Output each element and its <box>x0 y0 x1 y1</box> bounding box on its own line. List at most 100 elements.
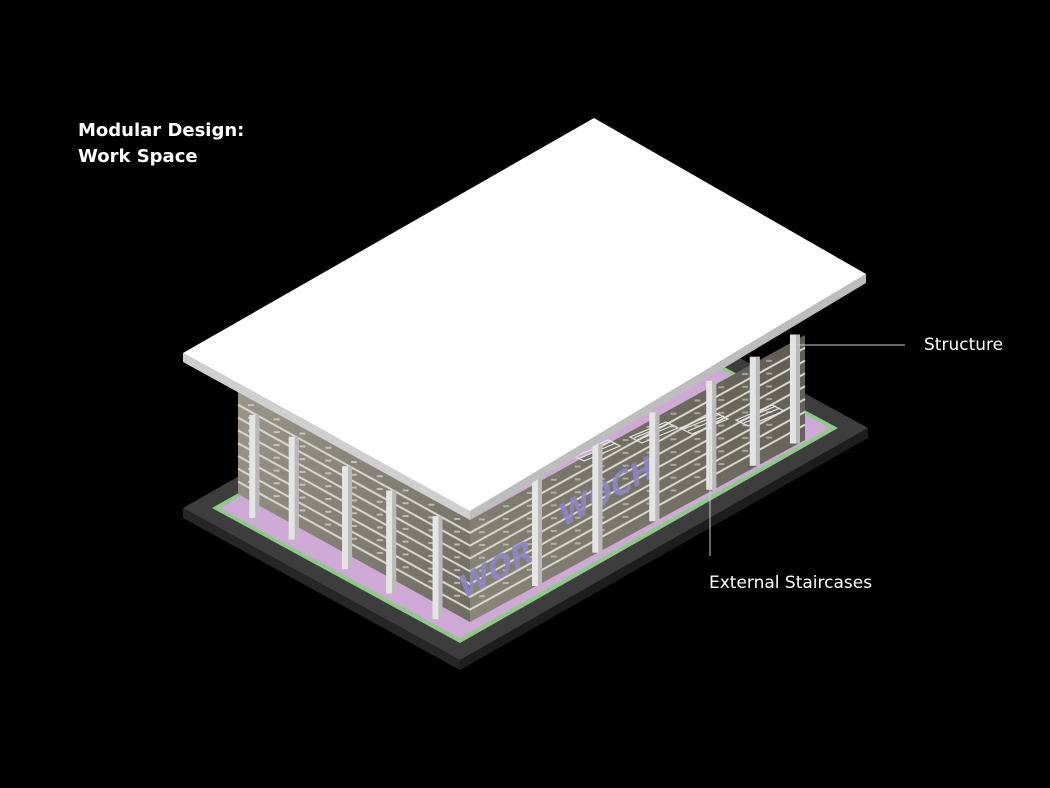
window <box>274 431 280 433</box>
window <box>377 526 383 528</box>
window <box>742 450 748 452</box>
window <box>454 531 460 533</box>
external-staircases-label: External Staircases <box>709 573 872 593</box>
window <box>718 399 724 401</box>
window <box>377 475 383 477</box>
window <box>551 492 557 494</box>
window <box>766 398 772 400</box>
window <box>274 495 280 497</box>
window <box>325 524 331 526</box>
window <box>670 413 676 415</box>
column <box>532 477 542 586</box>
window <box>623 439 629 441</box>
window <box>403 489 409 491</box>
column <box>790 335 800 444</box>
window <box>454 518 460 520</box>
diagram-title: Modular Design: Work Space <box>78 118 244 170</box>
window <box>623 503 629 505</box>
window <box>325 498 331 500</box>
window <box>351 461 357 463</box>
window <box>551 504 557 506</box>
window <box>766 373 772 375</box>
column <box>592 444 602 553</box>
window <box>454 543 460 545</box>
window <box>325 447 331 449</box>
window <box>479 518 485 520</box>
window <box>551 556 557 558</box>
window <box>299 509 305 511</box>
window <box>248 404 254 406</box>
window <box>742 399 748 401</box>
window <box>527 505 533 507</box>
column <box>342 466 352 569</box>
window <box>766 437 772 439</box>
window <box>299 433 305 435</box>
window <box>670 438 676 440</box>
window <box>575 542 581 544</box>
window <box>742 437 748 439</box>
window <box>766 424 772 426</box>
window <box>623 452 629 454</box>
window <box>274 457 280 459</box>
column <box>750 357 760 466</box>
column <box>649 412 659 521</box>
window <box>766 360 772 362</box>
window <box>454 556 460 558</box>
column <box>706 381 716 490</box>
window <box>503 531 509 533</box>
window <box>325 485 331 487</box>
window <box>694 399 700 401</box>
window <box>718 412 724 414</box>
structure-label: Structure <box>924 335 1003 355</box>
window <box>694 463 700 465</box>
column <box>289 437 299 540</box>
window <box>718 450 724 452</box>
window <box>403 541 409 543</box>
window <box>479 544 485 546</box>
window <box>377 552 383 554</box>
window <box>718 425 724 427</box>
window <box>403 502 409 504</box>
window <box>718 437 724 439</box>
window <box>274 444 280 446</box>
window <box>479 531 485 533</box>
column <box>249 415 259 518</box>
window <box>527 518 533 520</box>
window <box>299 471 305 473</box>
window <box>274 418 280 420</box>
window <box>551 517 557 519</box>
window <box>299 458 305 460</box>
window <box>766 385 772 387</box>
window <box>428 504 434 506</box>
window <box>718 386 724 388</box>
window <box>742 373 748 375</box>
window <box>274 482 280 484</box>
window <box>527 492 533 494</box>
window <box>694 412 700 414</box>
window <box>377 514 383 516</box>
window <box>403 566 409 568</box>
window <box>694 476 700 478</box>
window <box>299 445 305 447</box>
window <box>325 511 331 513</box>
window <box>575 466 581 468</box>
window <box>551 479 557 481</box>
window <box>403 515 409 517</box>
window <box>575 530 581 532</box>
window <box>623 516 629 518</box>
window <box>694 451 700 453</box>
window <box>742 411 748 413</box>
window <box>325 472 331 474</box>
column <box>433 516 443 619</box>
window <box>670 464 676 466</box>
window <box>670 451 676 453</box>
window <box>299 484 305 486</box>
window <box>694 438 700 440</box>
title-line-2: Work Space <box>78 144 244 170</box>
column <box>386 490 396 593</box>
window <box>377 501 383 503</box>
window <box>718 463 724 465</box>
window <box>299 497 305 499</box>
window <box>575 478 581 480</box>
window <box>454 595 460 597</box>
